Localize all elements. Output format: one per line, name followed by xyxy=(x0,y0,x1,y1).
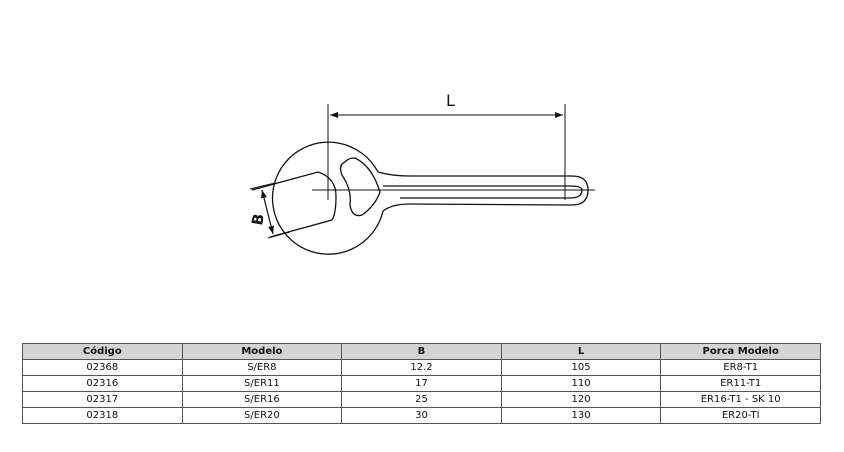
header-b: B xyxy=(341,343,502,360)
cell: 30 xyxy=(341,407,502,424)
cell: 02317 xyxy=(22,391,183,408)
cell: 120 xyxy=(500,391,662,408)
cell: ER20-TI xyxy=(660,407,821,424)
table-header-row: Código Modelo B L Porca Modelo xyxy=(22,343,821,360)
cell: ER8-T1 xyxy=(660,359,821,376)
cell: 105 xyxy=(500,359,662,376)
cell: S/ER11 xyxy=(181,375,343,392)
dimension-B xyxy=(249,182,291,239)
cell: 110 xyxy=(500,375,662,392)
dimension-L xyxy=(327,104,566,200)
cell: 130 xyxy=(500,407,662,424)
cell: 02316 xyxy=(22,375,183,392)
wrench-drawing: L B xyxy=(248,91,595,255)
header-modelo: Modelo xyxy=(181,343,343,360)
cell: 02318 xyxy=(22,407,183,424)
cell: S/ER8 xyxy=(181,359,343,376)
cell: ER11-T1 xyxy=(660,375,821,392)
header-porca-modelo: Porca Modelo xyxy=(660,343,821,360)
cell: ER16-T1 - SK 10 xyxy=(660,391,821,408)
cell: 17 xyxy=(341,375,502,392)
dimension-B-label: B xyxy=(248,212,268,226)
cell: S/ER16 xyxy=(181,391,343,408)
dimension-L-label: L xyxy=(446,91,455,110)
cell: 12.2 xyxy=(341,359,502,376)
cell: S/ER20 xyxy=(181,407,343,424)
header-l: L xyxy=(500,343,662,360)
cell: 25 xyxy=(341,391,502,408)
header-codigo: Código xyxy=(22,343,183,360)
cell: 02368 xyxy=(22,359,183,376)
wrench-outline xyxy=(251,141,589,255)
